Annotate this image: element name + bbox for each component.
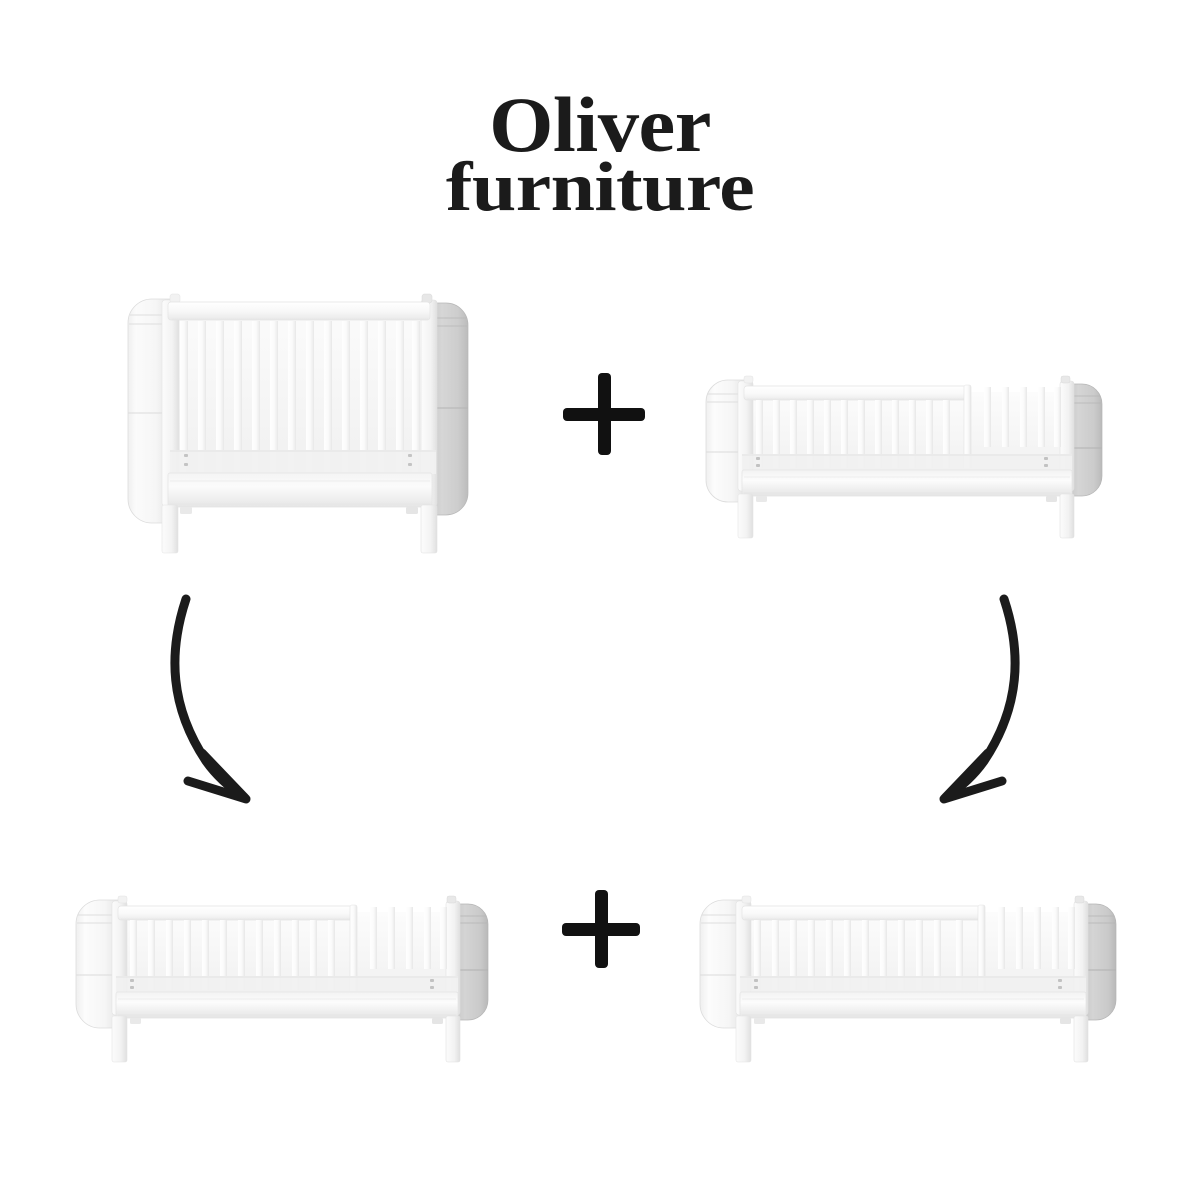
curved-arrow-down-left [170, 594, 251, 804]
junior-kit-post-cap-left [743, 375, 754, 384]
junior-kit-slats-left [756, 400, 950, 468]
curved-arrow-down-right [939, 594, 1020, 804]
crib-fittings [184, 454, 412, 466]
crib-post-cap-left [169, 293, 181, 304]
result-left-front-board [115, 991, 459, 1019]
result-right-leg-left [735, 1015, 752, 1063]
junior-kit-end-panel-far [1065, 383, 1103, 497]
product-junior-bed-result-left [70, 890, 502, 1068]
result-right-post-cap-right [1074, 895, 1085, 904]
crib-top-rail [167, 301, 431, 321]
result-left-slats-right [370, 907, 447, 969]
junior-kit-mattress-base [742, 454, 1072, 470]
crib-bracket-right [406, 507, 418, 514]
junior-kit-slats-right [984, 387, 1061, 447]
crib-leg-left [161, 504, 179, 554]
crib-leg-right [420, 504, 438, 554]
plus-operator-top [563, 373, 645, 455]
result-right-bracket-left [754, 1018, 765, 1024]
result-left-end-panel-far [451, 903, 489, 1021]
junior-kit-end-panel-near [705, 379, 747, 503]
junior-kit-bracket-left [756, 496, 767, 502]
junior-kit-post-cap-right [1060, 375, 1071, 384]
junior-bed-kit-illustration [705, 375, 1103, 539]
result-right-slats-left [754, 920, 963, 990]
result-left-bracket-right [432, 1018, 443, 1024]
result-left-slats-left [130, 920, 335, 990]
brand-logo: Oliver furniture [0, 81, 1200, 227]
junior-kit-bracket-right [1046, 496, 1057, 502]
crib-end-panel-near [127, 298, 173, 524]
result-right-post-cap-left [741, 895, 752, 904]
junior-bed-result-left-illustration [75, 895, 489, 1063]
brand-logo-line-1: Oliver [489, 81, 711, 168]
arrow-left-head [183, 748, 251, 804]
result-left-leg-left [111, 1015, 128, 1063]
result-right-safety-rail-bar [741, 905, 983, 921]
result-right-fittings [754, 979, 1062, 989]
crib-illustration [127, 293, 469, 554]
junior-kit-safety-rail-bar [743, 385, 969, 401]
brand-logo-line-2: furniture [445, 149, 755, 227]
product-crib-mini-cot-bed [110, 285, 490, 555]
plus-operator-bottom [562, 890, 640, 968]
product-junior-bed-result-right [690, 890, 1130, 1068]
junior-kit-front-board [741, 469, 1073, 497]
result-left-post-cap-left [117, 895, 128, 904]
arrow-right-shaft [941, 594, 1020, 802]
junior-bed-result-right-illustration [699, 895, 1117, 1063]
crib-front-board [167, 472, 433, 508]
result-left-end-panel-near [75, 899, 121, 1029]
result-right-leg-right [1073, 1015, 1089, 1063]
result-right-front-board [739, 991, 1087, 1019]
result-left-mattress-base [116, 976, 458, 992]
result-left-safety-rail-bar [117, 905, 355, 921]
result-right-slats-right [998, 907, 1075, 969]
result-left-leg-right [445, 1015, 461, 1063]
result-left-post-cap-right [446, 895, 457, 904]
crib-post-cap-right [421, 293, 433, 304]
result-left-bracket-left [130, 1018, 141, 1024]
crib-mattress-base [170, 450, 436, 474]
result-right-bracket-right [1060, 1018, 1071, 1024]
crib-slats [180, 321, 420, 473]
junior-kit-fittings [756, 457, 1048, 467]
junior-kit-leg-left [737, 493, 754, 539]
crib-end-panel-far [427, 302, 469, 516]
arrow-left-shaft [170, 594, 249, 802]
product-junior-bed-kit [700, 370, 1112, 548]
plus-bar-vertical [594, 890, 608, 968]
crib-bracket-left [180, 507, 192, 514]
arrow-right-head [939, 748, 1007, 804]
result-left-fittings [130, 979, 434, 989]
result-right-mattress-base [740, 976, 1086, 992]
plus-bar-vertical [597, 373, 611, 455]
junior-kit-leg-right [1059, 493, 1075, 539]
